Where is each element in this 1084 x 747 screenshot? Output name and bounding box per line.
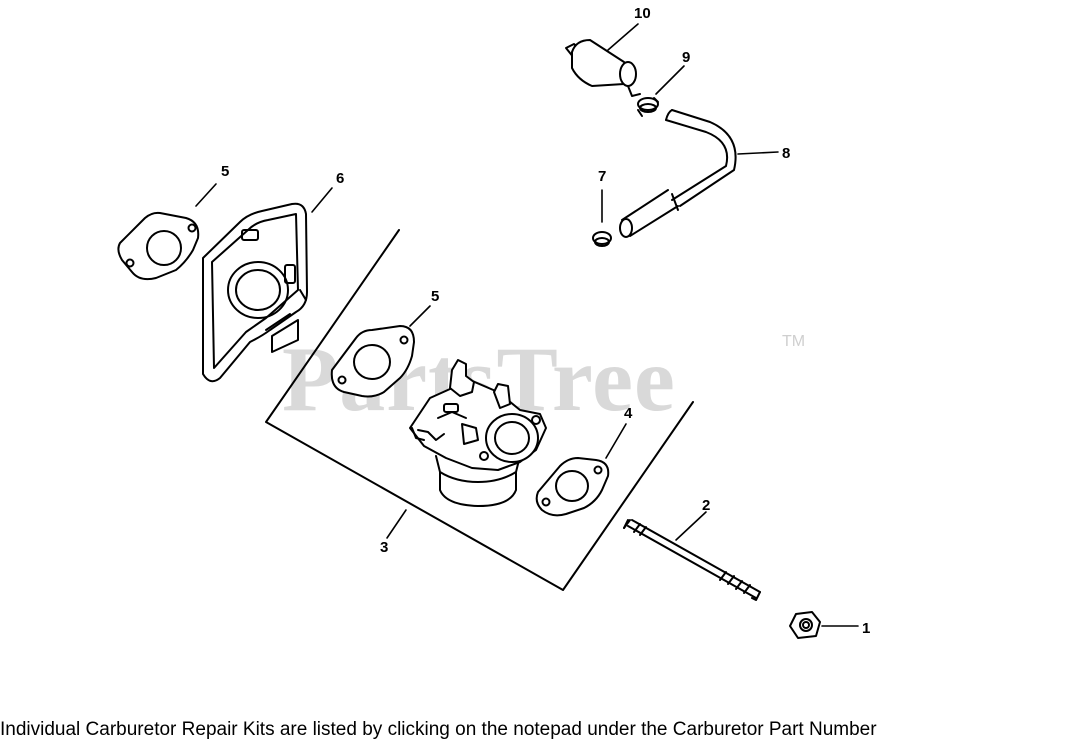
callout-numbers: 1 2 3 4 5 5 6 7 8 9 10 <box>221 5 870 637</box>
callout-3: 3 <box>380 539 388 556</box>
callout-9: 9 <box>682 49 690 66</box>
callout-5-middle: 5 <box>431 288 439 305</box>
footer-note: Individual Carburetor Repair Kits are li… <box>0 719 877 740</box>
gasket-5-upper <box>117 211 200 281</box>
callout-1: 1 <box>862 620 870 637</box>
carburetor-3 <box>409 359 547 507</box>
callout-4: 4 <box>624 405 633 422</box>
callout-8: 8 <box>782 145 790 162</box>
parts-diagram: PartsTree TM <box>117 5 870 639</box>
callout-5-upper: 5 <box>221 163 229 180</box>
clamp-9 <box>637 97 659 117</box>
callout-2: 2 <box>702 497 710 514</box>
leader-lines <box>195 23 859 627</box>
fuel-filter-10 <box>565 39 641 97</box>
gasket-4 <box>535 457 610 517</box>
air-cleaner-base-6 <box>202 202 308 383</box>
callout-6: 6 <box>336 170 344 187</box>
clamp-7 <box>592 231 612 247</box>
stud-2 <box>623 519 761 601</box>
fuel-line-8 <box>619 109 737 238</box>
assembly-bracket <box>265 229 694 591</box>
watermark-tm: TM <box>782 333 805 350</box>
callout-7: 7 <box>598 168 606 185</box>
gasket-5-middle <box>330 325 415 398</box>
nut-1 <box>789 611 821 639</box>
callout-10: 10 <box>634 5 651 22</box>
